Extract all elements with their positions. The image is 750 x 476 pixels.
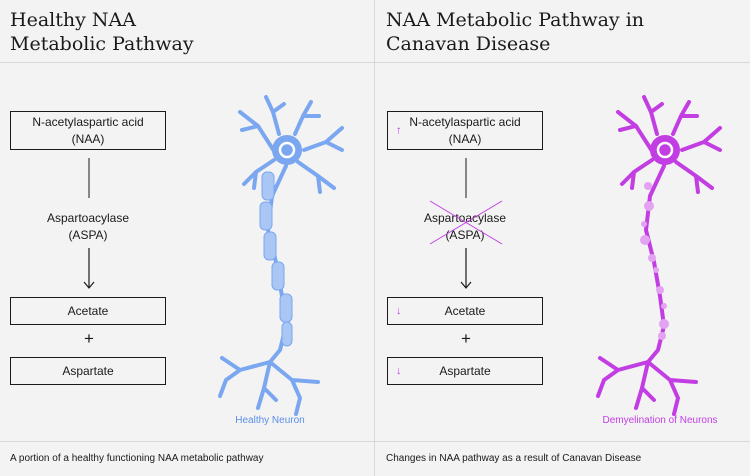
myelin-fragments (640, 182, 669, 340)
right-acetate-box: ↓ Acetate (387, 297, 543, 325)
left-acetate-box: Acetate (10, 297, 166, 325)
left-enzyme-label: Aspartoacylase (ASPA) (46, 211, 130, 242)
left-aspartate-label: Aspartate (62, 364, 114, 378)
left-caption: A portion of a healthy functioning NAA m… (10, 453, 264, 464)
demyelination-label: Demyelination of Neurons (602, 415, 718, 426)
disease-soma (650, 135, 680, 165)
right-naa-box: ↑ N-acetylaspartic acid (NAA) (387, 111, 543, 150)
header-divider (0, 62, 750, 63)
footer-divider (0, 441, 750, 442)
naa-increase-indicator: ↑ (396, 124, 402, 136)
right-panel-title: NAA Metabolic Pathway in Canavan Disease (386, 9, 645, 55)
right-caption: Changes in NAA pathway as a result of Ca… (386, 453, 642, 464)
right-aspartate-box: ↓ Aspartate (387, 357, 543, 385)
left-acetate-label: Acetate (67, 304, 109, 318)
left-plus-sign: + (84, 329, 94, 348)
right-arrow-head (460, 281, 472, 289)
right-acetate-label: Acetate (444, 304, 486, 318)
right-naa-label: N-acetylaspartic acid (409, 114, 521, 129)
left-panel-title: Healthy NAA Metabolic Pathway (10, 9, 194, 55)
left-naa-box: N-acetylaspartic acid (NAA) (10, 111, 166, 150)
left-naa-abbrev: (NAA) (71, 131, 105, 146)
acetate-decrease-indicator: ↓ (396, 305, 402, 317)
left-arrow-head (83, 281, 95, 289)
right-naa-abbrev: (NAA) (448, 131, 482, 146)
myelin-sheaths (259, 171, 293, 347)
healthy-neuron-label: Healthy Neuron (235, 415, 305, 426)
right-enzyme-label: Aspartoacylase (ASPA) (423, 211, 507, 242)
panel-divider (374, 0, 375, 476)
disease-nucleus (656, 141, 674, 159)
left-naa-label: N-acetylaspartic acid (32, 114, 144, 129)
right-plus-sign: + (461, 329, 471, 348)
healthy-soma (272, 135, 302, 165)
cross-line-2 (429, 200, 503, 245)
aspartate-decrease-indicator: ↓ (396, 365, 402, 377)
healthy-nucleus (278, 141, 296, 159)
left-aspartate-box: Aspartate (10, 357, 166, 385)
right-aspartate-label: Aspartate (439, 364, 491, 378)
